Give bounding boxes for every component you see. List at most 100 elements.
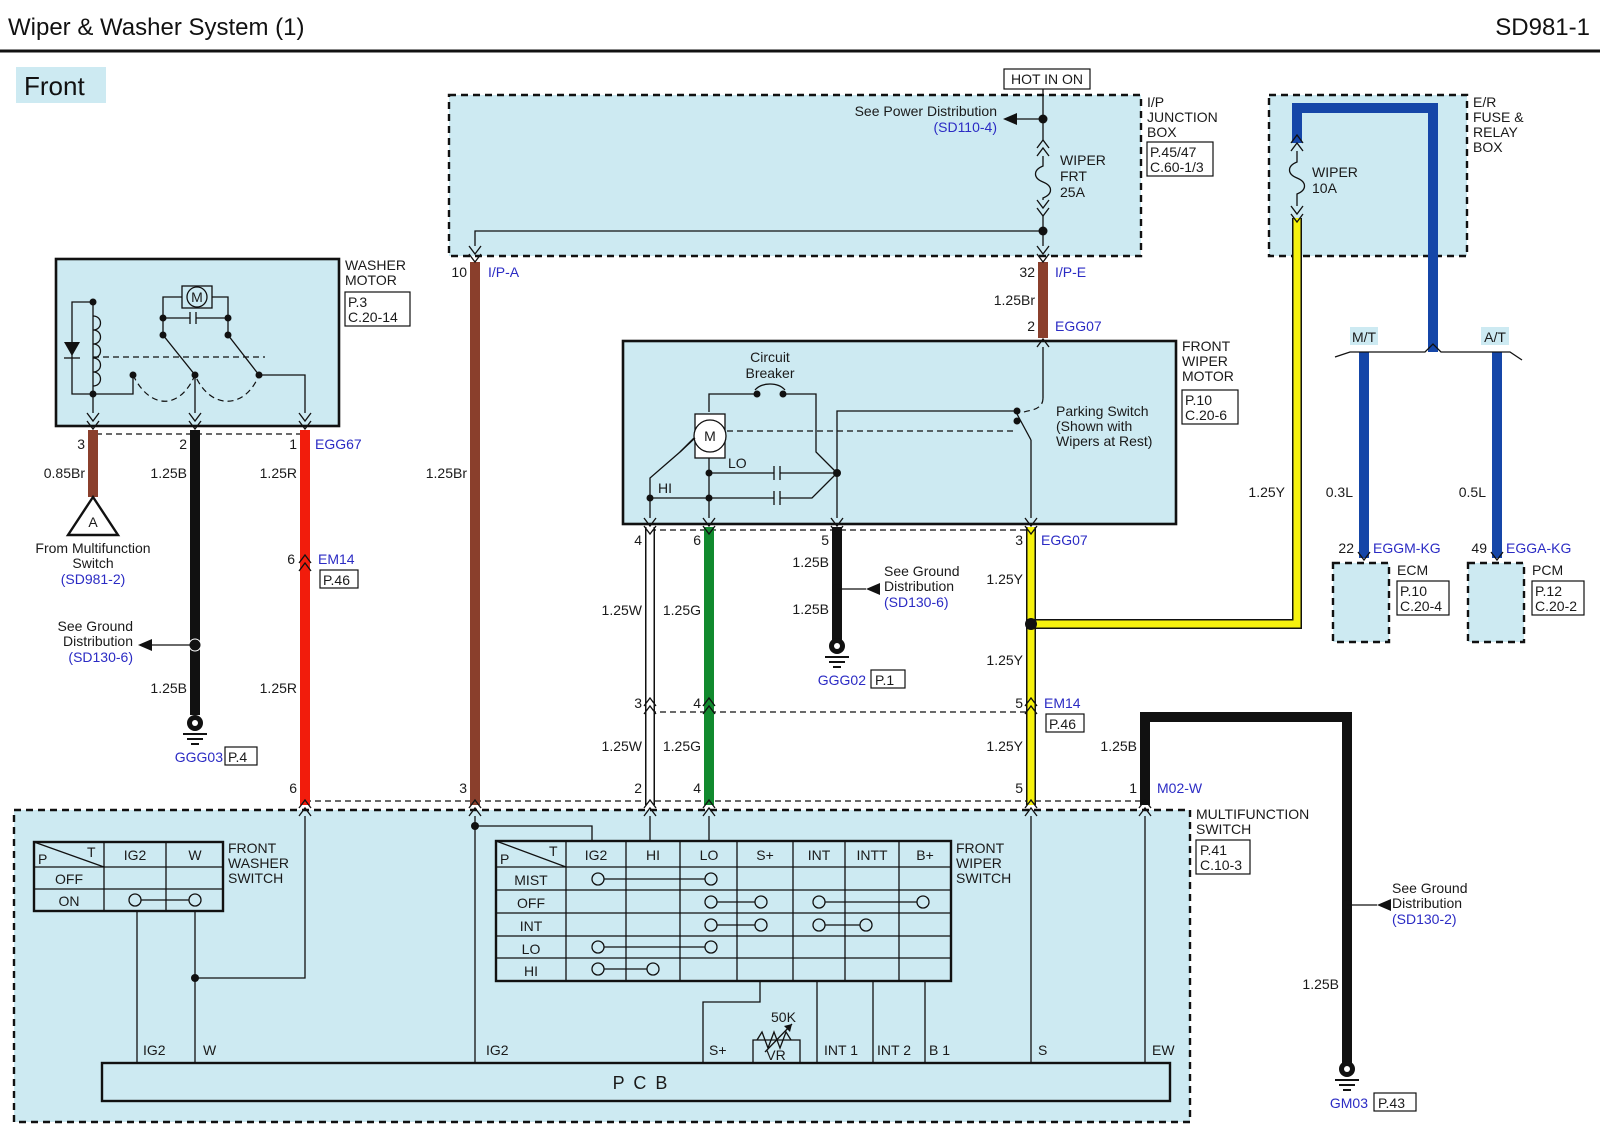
wiper-motor-top-wire: 1.25Br xyxy=(994,292,1036,308)
wiper-table-corner-t: T xyxy=(549,843,558,859)
pcm-pin: 49 xyxy=(1471,540,1487,556)
parking-switch-3: Wipers at Rest) xyxy=(1056,433,1152,449)
ip-box-ref-2: C.60-1/3 xyxy=(1150,159,1204,175)
vr-50k-label: 50K xyxy=(771,1009,797,1025)
wire-label-1.25y-mid: 1.25Y xyxy=(986,652,1023,668)
mf-pin-5: 5 xyxy=(1015,780,1023,796)
em14-mid-page: P.46 xyxy=(1049,716,1076,732)
wiper-switch-name-3: SWITCH xyxy=(956,870,1011,886)
wire-label-1.25b-washer: 1.25B xyxy=(150,465,187,481)
from-multifunction-2: Switch xyxy=(72,555,113,571)
em14-mid-pin-5: 5 xyxy=(1015,695,1023,711)
ipa-pin: 10 xyxy=(451,264,467,280)
pcb-pin-s-plus: S+ xyxy=(709,1042,727,1058)
er-box-name-4: BOX xyxy=(1473,139,1503,155)
lo-label: LO xyxy=(728,455,747,471)
pcb-block xyxy=(100,1061,1172,1103)
pcb-pin-int1: INT 1 xyxy=(824,1042,858,1058)
wire-label-1.25g-upper: 1.25G xyxy=(663,602,701,618)
circuit-breaker-1: Circuit xyxy=(750,349,790,365)
ecm-ref-1: P.10 xyxy=(1400,583,1427,599)
at-tag-bg xyxy=(1481,327,1509,345)
em14-mid-pin-3: 3 xyxy=(634,695,642,711)
mf-pin-3: 3 xyxy=(459,780,467,796)
wire-label-er-1.25y: 1.25Y xyxy=(1248,484,1285,500)
hot-in-on-label: HOT IN ON xyxy=(1011,71,1083,87)
header: Wiper & Washer System (1) SD981-1 xyxy=(0,14,1600,53)
hi-label: HI xyxy=(658,480,672,496)
wiper-table-corner-p: P xyxy=(500,851,509,867)
wiper-table-row-hi: HI xyxy=(524,963,538,979)
ip-junction-internals: HOT IN ON See Power Distribution (SD110-… xyxy=(451,68,1218,280)
gm03-label: GM03 xyxy=(1330,1095,1368,1111)
wiper-motor-top-pin: 2 xyxy=(1027,318,1035,334)
wire-1.25b-m02 xyxy=(1140,712,1352,1065)
washer-switch-name-1: FRONT xyxy=(228,840,277,856)
wire-label-1.25b-motor: 1.25B xyxy=(792,554,829,570)
ggg02-page: P.1 xyxy=(875,672,894,688)
pcm-connector: EGGA-KG xyxy=(1506,540,1571,556)
wiper-motor-name-3: MOTOR xyxy=(1182,368,1234,384)
wiper-table-row-mist: MIST xyxy=(514,872,548,888)
em14-left-page: P.46 xyxy=(323,572,350,588)
ip-junction-box xyxy=(447,93,1143,258)
from-multifunction-ref: (SD981-2) xyxy=(61,571,126,587)
er-box-name-1: E/R xyxy=(1473,94,1496,110)
circuit-breaker-2: Breaker xyxy=(745,365,794,381)
wire-label-0.5l: 0.5L xyxy=(1459,484,1486,500)
ecm-pin: 22 xyxy=(1338,540,1354,556)
er-fuse-internals: WIPER 10A E/R FUSE & RELAY BOX 0.3L 0.5L… xyxy=(1288,94,1585,616)
washer-ground-see-2: Distribution xyxy=(63,633,133,649)
wiper-table-col-b-plus: B+ xyxy=(916,847,934,863)
er-box-name-2: FUSE & xyxy=(1473,109,1524,125)
ggg03-label: GGG03 xyxy=(175,749,223,765)
wire-blue-er xyxy=(1292,103,1438,352)
wiper-table-row-int: INT xyxy=(520,918,543,934)
washer-motor-name-1: WASHER xyxy=(345,257,406,273)
see-power-ref: (SD110-4) xyxy=(933,119,997,135)
washer-ground-ref: (SD130-6) xyxy=(68,649,133,665)
hot-in-on-box xyxy=(1003,68,1091,90)
diagram-code: SD981-1 xyxy=(1495,14,1590,41)
wiper-motor-name-1: FRONT xyxy=(1182,338,1231,354)
washer-switch-table: P T IG2 W OFF ON FRONT WASHER SWITCH xyxy=(32,840,289,913)
mf-pin-6: 6 xyxy=(289,780,297,796)
washer-switch-name-3: SWITCH xyxy=(228,870,283,886)
washer-motor-ref-1: P.3 xyxy=(348,294,367,310)
wire-label-1.25r-lower: 1.25R xyxy=(260,680,297,696)
wiper-switch-table: P T IG2 HI LO S+ INT INTT B+ MIST OFF IN… xyxy=(494,839,1011,983)
parking-switch-1: Parking Switch xyxy=(1056,403,1149,419)
mf-pin-2: 2 xyxy=(634,780,642,796)
pcb-pin-ig2-left: IG2 xyxy=(143,1042,166,1058)
connector-a-icon xyxy=(65,494,121,537)
at-label: A/T xyxy=(1484,329,1506,345)
motor-ground-see-2: Distribution xyxy=(884,578,954,594)
ground-ggg03-icon xyxy=(183,715,207,745)
wiper-frt-fuse-label-2: FRT xyxy=(1060,168,1087,184)
wiper-table-col-intt: INTT xyxy=(856,847,888,863)
multifunction-name-1: MULTIFUNCTION xyxy=(1196,806,1309,822)
connector-a-letter: A xyxy=(88,514,98,530)
ecm-box xyxy=(1331,561,1391,644)
washer-ground-see-1: See Ground xyxy=(58,618,134,634)
m02-pin: 1 xyxy=(1129,780,1137,796)
wiper-motor-ref-1: P.10 xyxy=(1185,392,1212,408)
multifunction-name-2: SWITCH xyxy=(1196,821,1251,837)
multifunction-ref-1: P.41 xyxy=(1200,842,1227,858)
section-tag: Front xyxy=(24,71,85,101)
em14-left-pin: 6 xyxy=(287,551,295,567)
ecm-ref-2: C.20-4 xyxy=(1400,598,1442,614)
wire-label-1.25w-upper: 1.25W xyxy=(602,602,643,618)
er-fuse-label-1: WIPER xyxy=(1312,164,1358,180)
em14-mid-pin-4: 4 xyxy=(693,695,701,711)
washer-table-corner-p: P xyxy=(38,851,47,867)
ground-ggg02-icon xyxy=(825,638,849,668)
wiper-frt-fuse-label-3: 25A xyxy=(1060,184,1086,200)
wiper-motor-icon xyxy=(693,413,727,459)
ggg02-label: GGG02 xyxy=(818,672,866,688)
em14-mid-connector: EM14 xyxy=(1044,695,1081,711)
wire-label-1.25br-ipa: 1.25Br xyxy=(426,465,468,481)
egg67-connector: EGG67 xyxy=(315,436,362,452)
wiper-table-col-int: INT xyxy=(808,847,831,863)
